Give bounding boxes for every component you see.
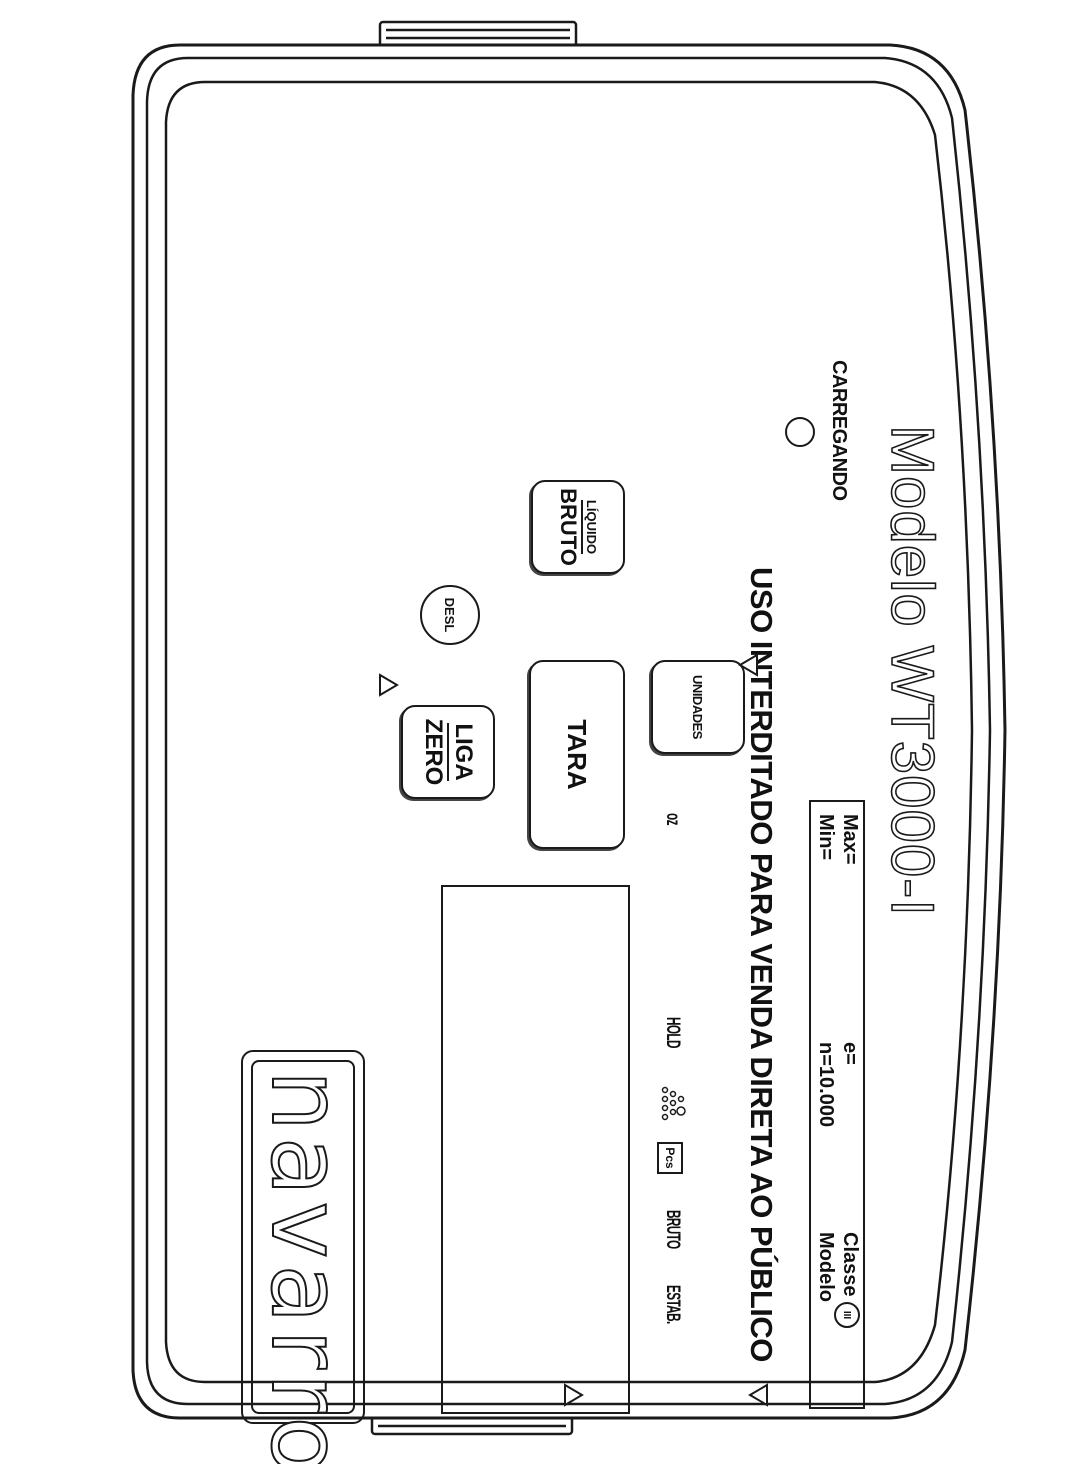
arrow-down-right-icon <box>738 653 758 677</box>
charging-label: CARREGANDO <box>828 360 850 501</box>
arrow-up-left-icon <box>379 673 399 697</box>
arrow-down-icon <box>748 1383 768 1407</box>
navigation-arrows <box>379 653 768 1407</box>
charging-led-icon <box>785 417 815 447</box>
arrow-up-icon <box>564 1383 584 1407</box>
battery-dots-icon <box>661 1086 686 1121</box>
top-clip <box>378 20 578 48</box>
rotated-panel-content: navarro ESTAB. BRUTO Pcs HOLD oz USO INT… <box>135 45 1005 1464</box>
inner-face <box>164 80 974 1384</box>
